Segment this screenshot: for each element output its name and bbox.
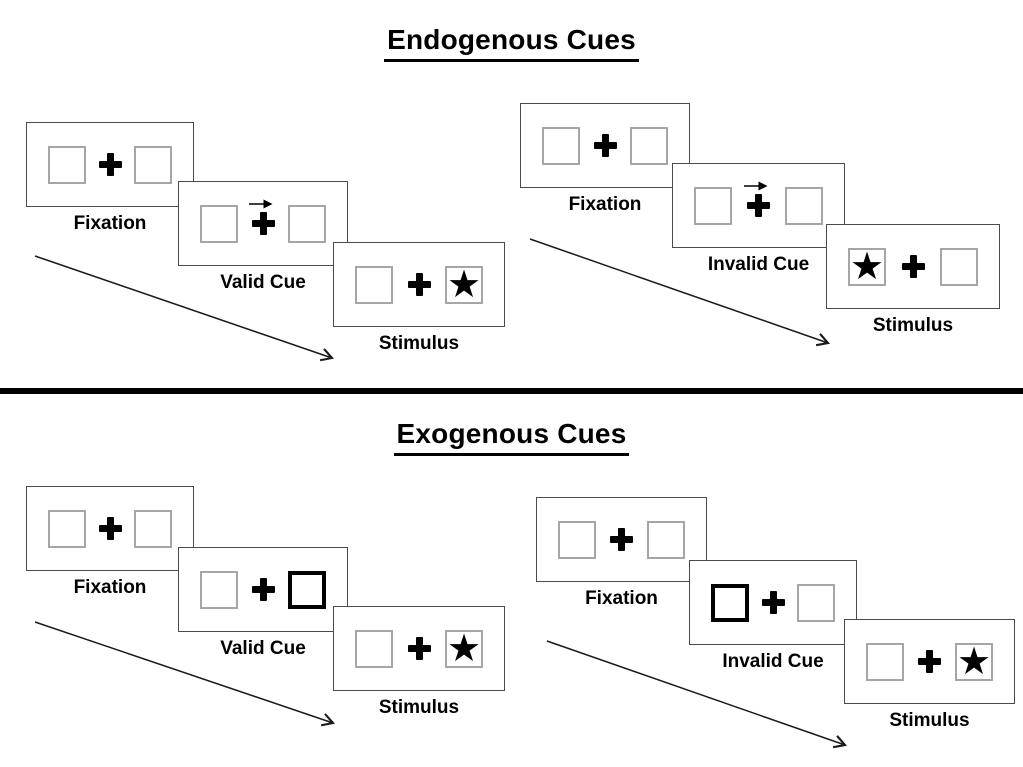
screen-panel bbox=[26, 122, 194, 207]
fixation-cross bbox=[248, 199, 275, 235]
panel-endogenous-valid-stimulus: ★ Stimulus bbox=[333, 242, 505, 355]
panel-label: Stimulus bbox=[378, 697, 460, 718]
trial-timeline-arrow bbox=[34, 255, 335, 362]
fixation-cross-icon bbox=[251, 578, 275, 601]
panel-label: Stimulus bbox=[872, 315, 954, 336]
panel-endogenous-valid-fixation: Fixation bbox=[26, 122, 194, 235]
fixation-cross-icon bbox=[761, 591, 785, 614]
left-placeholder-box bbox=[200, 570, 238, 609]
right-placeholder-box bbox=[797, 583, 835, 622]
fixation-cross-icon bbox=[593, 134, 617, 157]
panel-endogenous-valid-cue: Valid Cue bbox=[178, 181, 348, 294]
panel-endogenous-invalid-fixation: Fixation bbox=[520, 103, 690, 216]
screen-panel bbox=[520, 103, 690, 188]
panel-label: Invalid Cue bbox=[722, 651, 824, 672]
fixation-cross bbox=[761, 591, 785, 614]
right-placeholder-box bbox=[630, 126, 668, 165]
star-stimulus-icon: ★ bbox=[956, 638, 992, 683]
panel-exogenous-invalid-stimulus: ★ Stimulus bbox=[844, 619, 1015, 732]
screen-panel: ★ bbox=[333, 242, 505, 327]
fixation-cross bbox=[918, 650, 941, 673]
fixation-cross bbox=[98, 517, 122, 540]
fixation-cross-icon bbox=[901, 255, 925, 278]
trial-timeline-arrow bbox=[546, 640, 847, 749]
screen-panel bbox=[536, 497, 707, 582]
left-placeholder-box bbox=[866, 642, 904, 681]
fixation-cross bbox=[251, 578, 275, 601]
fixation-cross bbox=[407, 273, 431, 296]
star-stimulus-icon: ★ bbox=[446, 625, 482, 670]
right-placeholder-box bbox=[288, 204, 326, 243]
fixation-cross-icon bbox=[98, 517, 122, 540]
star-stimulus-icon: ★ bbox=[446, 261, 482, 306]
fixation-cross-icon bbox=[251, 212, 275, 235]
panel-endogenous-invalid-stimulus: ★ Stimulus bbox=[826, 224, 1000, 337]
fixation-cross bbox=[593, 134, 617, 157]
section-title-exogenous: Exogenous Cues bbox=[0, 418, 1023, 456]
panel-label: Fixation bbox=[73, 213, 147, 234]
cue-highlight-box bbox=[711, 583, 749, 622]
fixation-cross-icon bbox=[918, 650, 941, 673]
left-placeholder-box bbox=[48, 509, 86, 548]
right-placeholder-box bbox=[940, 247, 978, 286]
star-stimulus-icon: ★ bbox=[849, 243, 885, 288]
panel-endogenous-invalid-cue: Invalid Cue bbox=[672, 163, 845, 276]
screen-panel bbox=[178, 547, 348, 632]
left-placeholder-box bbox=[48, 145, 86, 184]
right-placeholder-box bbox=[785, 186, 823, 225]
screen-panel: ★ bbox=[844, 619, 1015, 704]
panel-exogenous-invalid-fixation: Fixation bbox=[536, 497, 707, 610]
fixation-cross bbox=[901, 255, 925, 278]
left-placeholder-box bbox=[558, 520, 596, 559]
fixation-cross bbox=[610, 528, 633, 551]
left-stimulus-box: ★ bbox=[848, 243, 886, 288]
cue-direction-arrow-icon bbox=[744, 181, 768, 191]
right-stimulus-box: ★ bbox=[955, 638, 993, 683]
trial-timeline-arrow bbox=[529, 238, 830, 347]
fixation-cross-icon bbox=[610, 528, 633, 551]
left-placeholder-box bbox=[542, 126, 580, 165]
left-placeholder-box bbox=[355, 629, 393, 668]
section-divider bbox=[0, 388, 1023, 394]
panel-label: Invalid Cue bbox=[707, 254, 810, 275]
section-title-text: Endogenous Cues bbox=[384, 24, 639, 62]
fixation-cross-icon bbox=[747, 194, 770, 217]
screen-panel bbox=[26, 486, 194, 571]
fixation-cross bbox=[744, 181, 770, 217]
fixation-cross-icon bbox=[407, 273, 431, 296]
cue-highlight-box bbox=[288, 570, 326, 609]
trial-timeline-arrow bbox=[34, 621, 336, 727]
screen-panel bbox=[689, 560, 857, 645]
panel-exogenous-valid-fixation: Fixation bbox=[26, 486, 194, 599]
fixation-cross-icon bbox=[407, 637, 431, 660]
fixation-cross bbox=[98, 153, 122, 176]
left-placeholder-box bbox=[694, 186, 732, 225]
right-placeholder-box bbox=[134, 145, 172, 184]
panel-exogenous-invalid-cue: Invalid Cue bbox=[689, 560, 857, 673]
left-placeholder-box bbox=[200, 204, 238, 243]
right-placeholder-box bbox=[134, 509, 172, 548]
fixation-cross-icon bbox=[98, 153, 122, 176]
panel-label: Fixation bbox=[73, 577, 147, 598]
screen-panel bbox=[672, 163, 845, 248]
right-stimulus-box: ★ bbox=[445, 261, 483, 306]
right-placeholder-box bbox=[647, 520, 685, 559]
panel-label: Stimulus bbox=[889, 710, 970, 731]
right-stimulus-box: ★ bbox=[445, 625, 483, 670]
section-title-endogenous: Endogenous Cues bbox=[0, 24, 1023, 62]
panel-label: Fixation bbox=[568, 194, 642, 215]
panel-label: Fixation bbox=[585, 588, 658, 609]
screen-panel: ★ bbox=[333, 606, 505, 691]
fixation-cross bbox=[407, 637, 431, 660]
left-placeholder-box bbox=[355, 265, 393, 304]
screen-panel bbox=[178, 181, 348, 266]
panel-exogenous-valid-stimulus: ★ Stimulus bbox=[333, 606, 505, 719]
panel-label: Stimulus bbox=[378, 333, 460, 354]
cue-direction-arrow-icon bbox=[248, 199, 272, 209]
screen-panel: ★ bbox=[826, 224, 1000, 309]
panel-label: Valid Cue bbox=[220, 638, 306, 659]
section-title-text: Exogenous Cues bbox=[393, 418, 630, 456]
panel-exogenous-valid-cue: Valid Cue bbox=[178, 547, 348, 660]
panel-label: Valid Cue bbox=[220, 272, 306, 293]
